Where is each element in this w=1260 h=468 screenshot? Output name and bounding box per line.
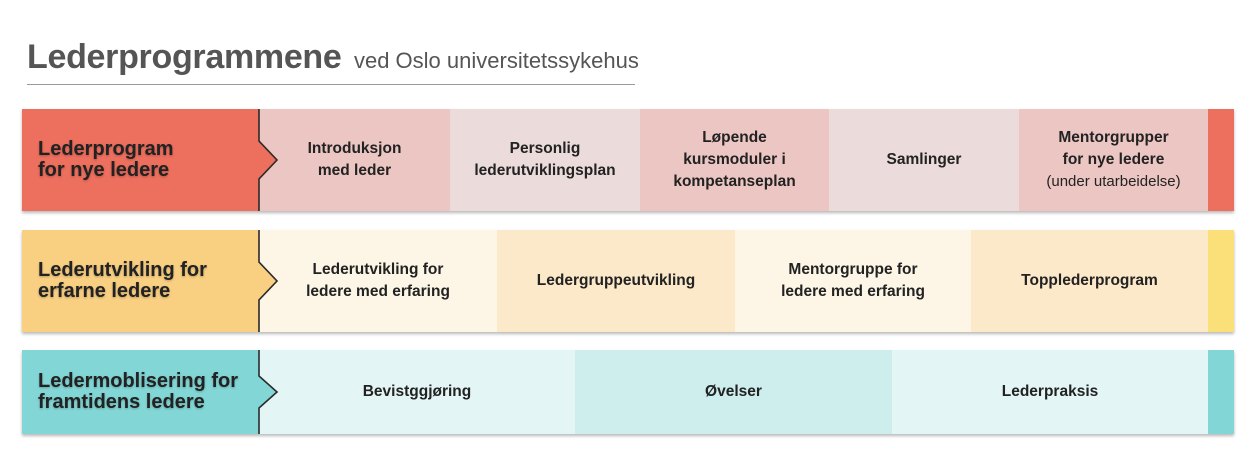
program-cell-text: Lederpraksis bbox=[1001, 383, 1099, 400]
row-end-cap bbox=[1208, 230, 1234, 332]
program-cell: Mentorgruppe for ledere med erfaring bbox=[735, 230, 971, 332]
program-cell-text: Løpende kursmoduler i kompetanseplan bbox=[673, 129, 796, 190]
program-cell: Bevistggjøring bbox=[259, 350, 575, 434]
program-row-new-leaders: Lederprogram for nye ledere Introduksjon… bbox=[22, 109, 1234, 211]
title-subtitle: ved Oslo universitetssykehus bbox=[353, 48, 639, 73]
chevron-right-icon bbox=[257, 109, 279, 211]
row-label-text: Lederprogram for nye ledere bbox=[38, 138, 174, 181]
program-cell-text: Samlinger bbox=[886, 151, 962, 168]
row-end-cap bbox=[1208, 350, 1234, 434]
title-main: Lederprogrammene bbox=[27, 38, 342, 76]
program-row-future-leaders: Ledermoblisering for framtidens ledere B… bbox=[22, 350, 1234, 434]
program-cell: Lederutvikling for ledere med erfaring bbox=[259, 230, 497, 332]
program-cell-text: Mentorgrupper for nye ledere bbox=[1058, 129, 1169, 168]
program-row-experienced-leaders: Lederutvikling for erfarne ledere Lederu… bbox=[22, 230, 1234, 332]
program-cell: Løpende kursmoduler i kompetanseplan bbox=[640, 109, 829, 211]
chevron-right-icon bbox=[257, 230, 279, 332]
program-cell: Øvelser bbox=[575, 350, 892, 434]
program-cell: Topplederprogram bbox=[971, 230, 1208, 332]
chevron-right-icon bbox=[257, 350, 279, 434]
program-cell: Introduksjon med leder bbox=[259, 109, 450, 211]
row-label: Lederprogram for nye ledere bbox=[22, 109, 279, 211]
program-cell-text: Bevistggjøring bbox=[362, 383, 472, 400]
program-cell: Personlig lederutviklingsplan bbox=[450, 109, 640, 211]
program-cell-text: Personlig lederutviklingsplan bbox=[474, 140, 616, 179]
program-cell-text: Topplederprogram bbox=[1021, 272, 1158, 289]
row-label-text: Ledermoblisering for framtidens ledere bbox=[38, 370, 239, 413]
program-cell: Samlinger bbox=[829, 109, 1019, 211]
row-label: Ledermoblisering for framtidens ledere bbox=[22, 350, 279, 434]
row-label-text: Lederutvikling for erfarne ledere bbox=[38, 259, 207, 302]
row-end-cap bbox=[1208, 109, 1234, 211]
program-cell-text: Mentorgruppe for ledere med erfaring bbox=[781, 261, 925, 300]
program-cell: Lederpraksis bbox=[892, 350, 1208, 434]
program-cell-text: Ledergruppeutvikling bbox=[536, 272, 696, 289]
program-cell-note: (under utarbeidelse) bbox=[1046, 173, 1181, 190]
program-cell: Mentorgrupper for nye ledere (under utar… bbox=[1019, 109, 1208, 211]
row-label: Lederutvikling for erfarne ledere bbox=[22, 230, 279, 332]
page-title: Lederprogrammene ved Oslo universitetssy… bbox=[27, 38, 639, 85]
program-cell-text: Introduksjon med leder bbox=[307, 140, 402, 179]
program-cell-text: Øvelser bbox=[705, 383, 762, 400]
program-cell: Ledergruppeutvikling bbox=[497, 230, 735, 332]
program-cell-text: Lederutvikling for ledere med erfaring bbox=[306, 261, 450, 300]
